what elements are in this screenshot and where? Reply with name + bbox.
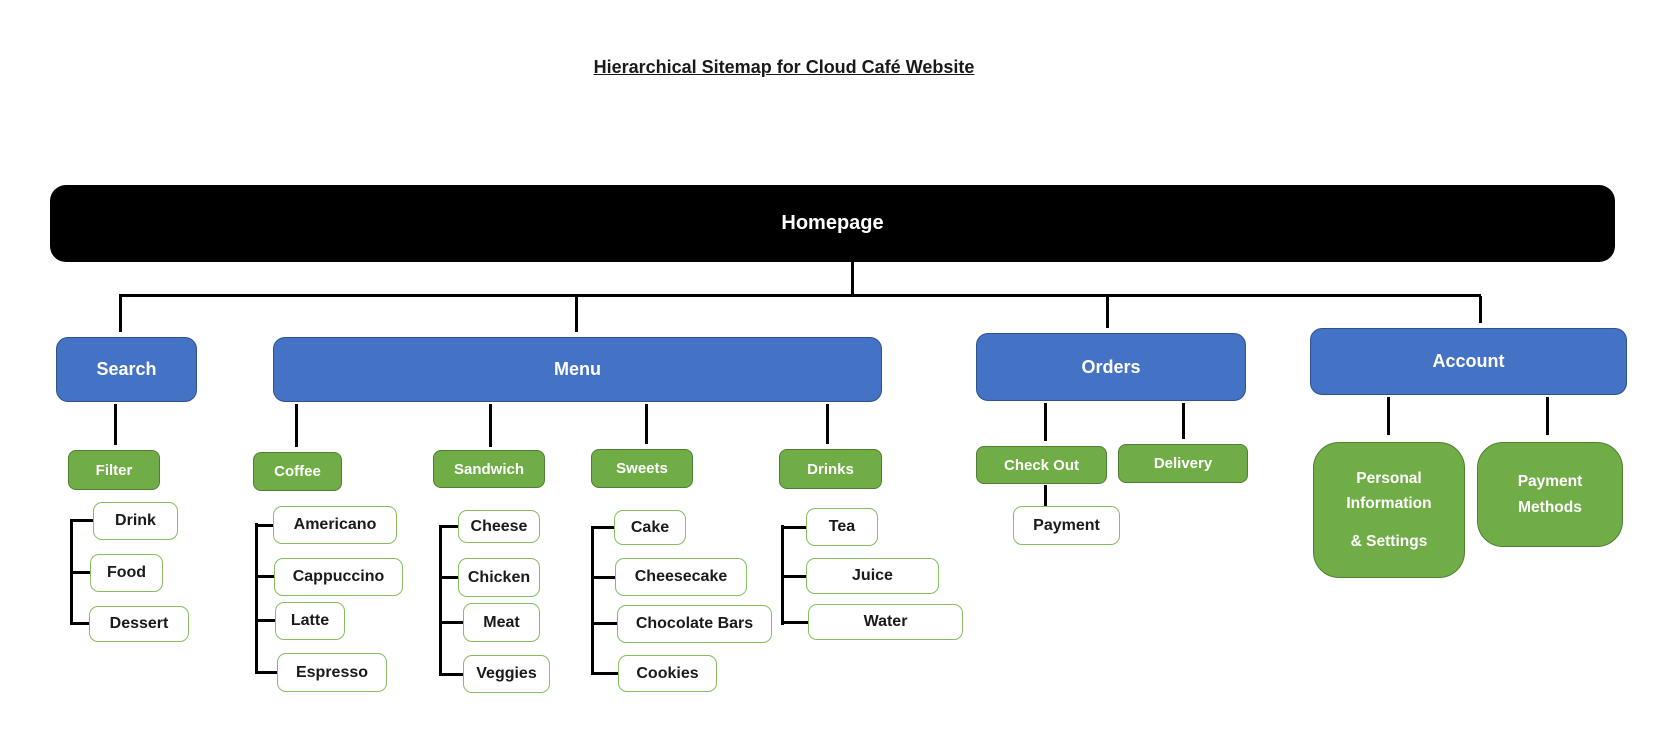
tick-meat [439,621,463,624]
tick-chocolate-bars [591,622,617,625]
tick-latte [255,619,275,622]
connector-account-stub [1479,296,1482,323]
connector-delivery-stub [1182,403,1185,439]
connector-payment-methods-stub [1546,397,1549,435]
node-food: Food [90,554,163,592]
node-search: Search [56,337,197,402]
node-tea: Tea [806,508,878,546]
tick-cake [591,526,614,529]
connector-search-stub [119,296,122,332]
node-sandwich: Sandwich [433,450,545,488]
node-drinks: Drinks [779,449,882,489]
bracket-coffee [255,523,258,674]
tick-cheese [439,525,458,528]
tick-chicken [439,576,458,579]
node-personal-information-settings: Personal Information & Settings [1313,442,1465,578]
node-cookies: Cookies [618,655,717,692]
node-drink: Drink [93,502,178,540]
tick-tea [781,526,806,529]
node-meat: Meat [463,603,540,642]
connector-checkout-stub [1044,403,1047,441]
tick-espresso [255,671,277,674]
personal-information-label: Personal Information [1346,469,1432,513]
node-chocolate-bars: Chocolate Bars [617,605,772,643]
connector-personal-stub [1387,397,1390,435]
node-menu: Menu [273,337,882,402]
connector-homepage-stub [851,262,854,295]
tick-water [781,621,808,624]
bracket-sandwich [439,525,442,676]
node-juice: Juice [806,558,939,594]
connector-filter-stub [114,404,117,445]
connector-main-horizontal [119,294,1481,297]
connector-sweets-stub [645,404,648,444]
node-cheese: Cheese [458,510,540,543]
node-dessert: Dessert [89,606,189,642]
node-cake: Cake [614,510,686,545]
node-cheesecake: Cheesecake [615,558,747,596]
bracket-sweets [591,526,594,675]
connector-sandwich-stub [489,404,492,447]
node-latte: Latte [275,602,345,640]
node-account: Account [1310,328,1627,395]
node-check-out: Check Out [976,446,1107,484]
tick-drink [70,519,93,522]
node-water: Water [808,604,963,640]
node-coffee: Coffee [253,452,342,491]
node-chicken: Chicken [458,558,540,597]
node-homepage: Homepage [50,185,1615,262]
node-americano: Americano [273,506,397,544]
settings-label: & Settings [1350,532,1428,550]
node-payment: Payment [1013,506,1120,545]
diagram-title: Hierarchical Sitemap for Cloud Café Webs… [593,57,975,77]
tick-juice [781,575,806,578]
node-espresso: Espresso [277,653,387,692]
connector-orders-stub [1106,296,1109,328]
tick-cookies [591,672,618,675]
connector-drinks-stub [826,404,829,444]
tick-food [70,571,90,574]
node-delivery: Delivery [1118,444,1248,483]
node-filter: Filter [68,450,160,490]
node-cappuccino: Cappuccino [274,558,403,596]
tick-cappuccino [255,575,274,578]
tick-cheesecake [591,576,615,579]
node-payment-methods: Payment Methods [1477,442,1623,547]
connector-coffee-stub [295,404,298,447]
node-sweets: Sweets [591,449,693,488]
node-veggies: Veggies [463,655,550,693]
connector-menu-stub [575,296,578,332]
connector-payment [1044,485,1047,506]
tick-americano [255,524,273,527]
tick-veggies [439,673,463,676]
node-orders: Orders [976,333,1246,401]
tick-dessert [70,622,89,625]
